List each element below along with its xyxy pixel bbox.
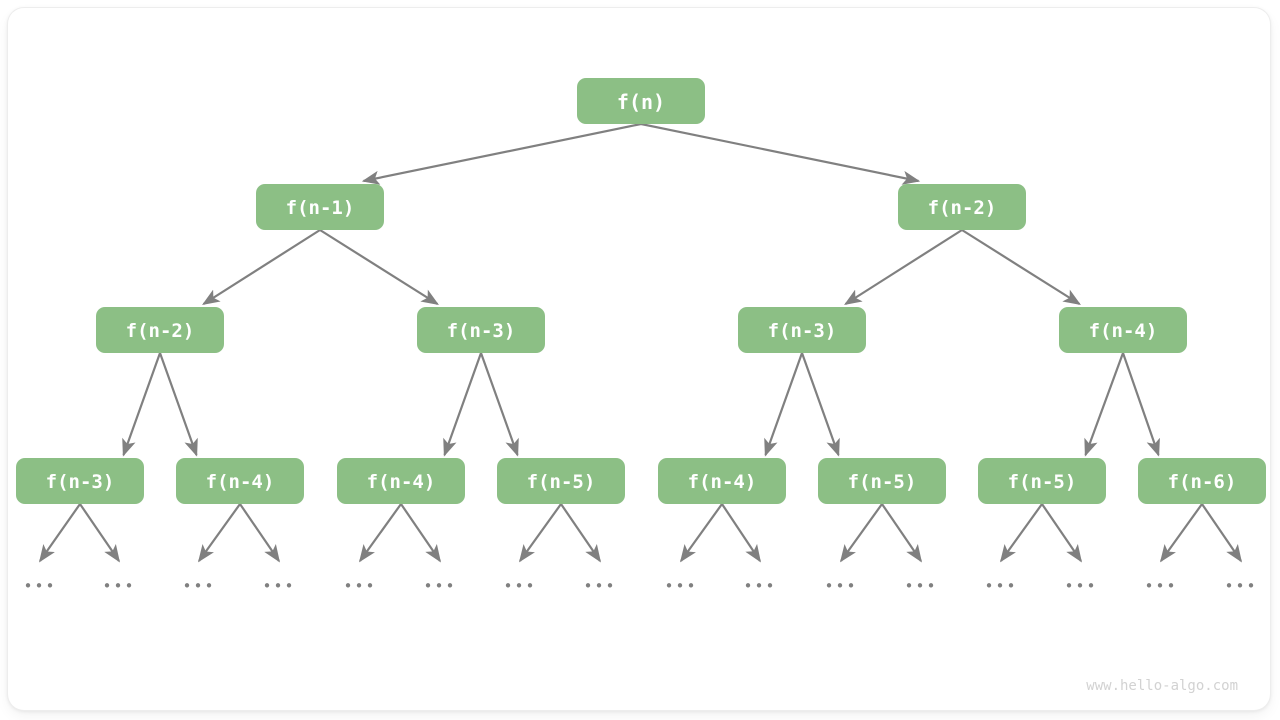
- tree-node[interactable]: f(n): [577, 78, 705, 124]
- edges-layer: [122, 122, 1160, 457]
- tree-edge: [1084, 352, 1125, 457]
- tree-edge: [764, 352, 804, 457]
- tree-edge: [844, 229, 963, 305]
- tree-node[interactable]: f(n-4): [337, 458, 465, 504]
- tree-edge-stub: [839, 503, 883, 563]
- tree-node-box: [898, 184, 1026, 230]
- tree-node-label: f(n-4): [688, 471, 757, 493]
- ellipsis-marker: •••: [984, 577, 1017, 595]
- tree-node[interactable]: f(n-3): [417, 307, 545, 353]
- ellipsis-marker: •••: [102, 577, 135, 595]
- ellipsis-marker: •••: [1144, 577, 1177, 595]
- tree-node-label: f(n-3): [768, 320, 837, 342]
- tree-edge-stub: [197, 503, 241, 563]
- tree-node[interactable]: f(n-6): [1138, 458, 1266, 504]
- tree-node-box: [256, 184, 384, 230]
- tree-edge-stub: [358, 503, 402, 563]
- tree-edge-stub: [560, 503, 601, 563]
- tree-node[interactable]: f(n-5): [818, 458, 946, 504]
- ellipsis-marker: •••: [343, 577, 376, 595]
- tree-node-label: f(n-3): [46, 471, 115, 493]
- tree-node[interactable]: f(n-4): [176, 458, 304, 504]
- leaf-stub-edges-layer: [38, 503, 1242, 563]
- tree-node-box: [497, 458, 625, 504]
- tree-edge-stub: [38, 503, 81, 563]
- tree-edge: [479, 352, 519, 457]
- tree-node-label: f(n-5): [848, 471, 917, 493]
- tree-node-label: f(n-1): [286, 197, 355, 219]
- tree-node-label: f(n-2): [126, 320, 195, 342]
- tree-node-box: [176, 458, 304, 504]
- tree-edge: [443, 352, 483, 457]
- tree-edge-stub: [79, 503, 120, 563]
- ellipsis-marker: •••: [743, 577, 776, 595]
- tree-node-label: f(n): [617, 90, 665, 114]
- ellipsis-marker: •••: [664, 577, 697, 595]
- tree-edge-stub: [1201, 503, 1242, 563]
- tree-node-label: f(n-5): [1008, 471, 1077, 493]
- tree-node[interactable]: f(n-4): [658, 458, 786, 504]
- tree-node-box: [658, 458, 786, 504]
- ellipsis-marker: •••: [503, 577, 536, 595]
- tree-node[interactable]: f(n-3): [16, 458, 144, 504]
- tree-edge-stub: [400, 503, 441, 563]
- ellipsis-marker: •••: [904, 577, 937, 595]
- tree-edge-stub: [239, 503, 280, 563]
- tree-edge: [202, 229, 321, 305]
- tree-node[interactable]: f(n-3): [738, 307, 866, 353]
- ellipsis-marker: •••: [1224, 577, 1257, 595]
- tree-node[interactable]: f(n-4): [1059, 307, 1187, 353]
- tree-edge-stub: [721, 503, 761, 563]
- tree-edge: [640, 122, 921, 185]
- tree-node-box: [1059, 307, 1187, 353]
- tree-node[interactable]: f(n-2): [96, 307, 224, 353]
- tree-node-box: [417, 307, 545, 353]
- watermark: www.hello-algo.com: [1086, 678, 1238, 694]
- tree-node[interactable]: f(n-1): [256, 184, 384, 230]
- ellipsis-marker: •••: [1064, 577, 1097, 595]
- ellipsis-layer: ••• ••• ••• ••• ••• ••• ••• ••• ••• ••• ••• ••• ••• •…: [23, 577, 1257, 595]
- tree-node-label: f(n-4): [1089, 320, 1158, 342]
- tree-node-box: [978, 458, 1106, 504]
- tree-node-box: [337, 458, 465, 504]
- tree-node-box: [818, 458, 946, 504]
- ellipsis-marker: •••: [23, 577, 56, 595]
- tree-edge-stub: [679, 503, 723, 563]
- tree-edge: [1121, 352, 1160, 457]
- tree-edge-stub: [881, 503, 922, 563]
- tree-edge-stub: [1041, 503, 1082, 563]
- tree-node-box: [577, 78, 705, 124]
- tree-edge: [961, 229, 1081, 305]
- tree-node-label: f(n-2): [928, 197, 997, 219]
- tree-edge-stub: [999, 503, 1043, 563]
- tree-node-label: f(n-4): [206, 471, 275, 493]
- tree-node-box: [1138, 458, 1266, 504]
- tree-edge: [800, 352, 840, 457]
- tree-node-box: [96, 307, 224, 353]
- tree-node-box: [16, 458, 144, 504]
- tree-edge-stub: [518, 503, 562, 563]
- tree-edge: [158, 352, 198, 457]
- tree-node[interactable]: f(n-5): [978, 458, 1106, 504]
- tree-node[interactable]: f(n-2): [898, 184, 1026, 230]
- tree-edge: [122, 352, 162, 457]
- tree-node-label: f(n-6): [1168, 471, 1237, 493]
- ellipsis-marker: •••: [824, 577, 857, 595]
- nodes-layer: f(n) f(n-1) f(n-2) f(n-2) f(n-3) f(n-3) f(n-4)…: [16, 78, 1266, 504]
- tree-edge: [361, 122, 642, 185]
- tree-node-label: f(n-3): [447, 320, 516, 342]
- tree-node[interactable]: f(n-5): [497, 458, 625, 504]
- tree-edge: [319, 229, 439, 305]
- tree-edge-stub: [1159, 503, 1203, 563]
- tree-node-label: f(n-5): [527, 471, 596, 493]
- ellipsis-marker: •••: [182, 577, 215, 595]
- tree-node-box: [738, 307, 866, 353]
- ellipsis-marker: •••: [262, 577, 295, 595]
- ellipsis-marker: •••: [583, 577, 616, 595]
- ellipsis-marker: •••: [423, 577, 456, 595]
- tree-node-label: f(n-4): [367, 471, 436, 493]
